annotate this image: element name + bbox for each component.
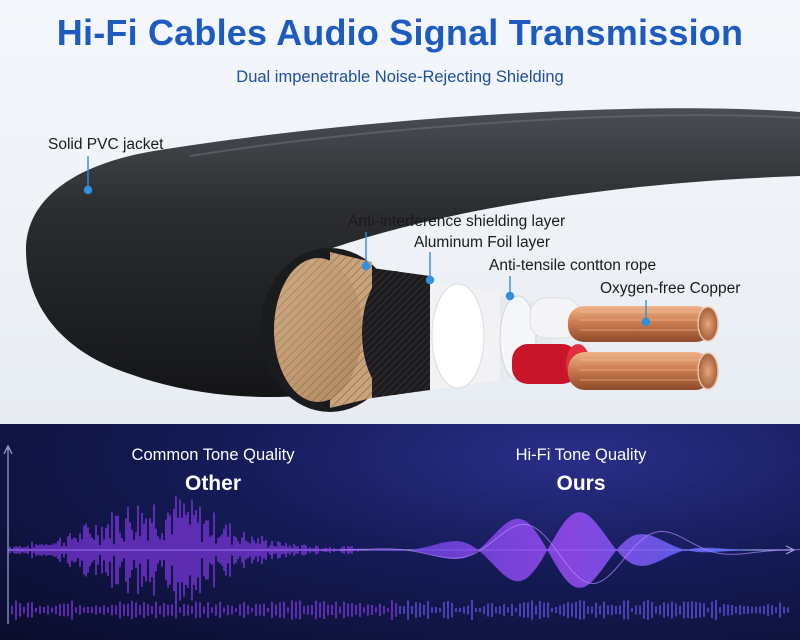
pvc-jacket [26, 108, 800, 398]
other-title: Other [184, 472, 241, 495]
smooth-waveform-echo [339, 523, 800, 585]
other-caption: Common Tone Quality [131, 446, 295, 464]
page-title: Hi-Fi Cables Audio Signal Transmission [56, 12, 744, 53]
label-pvc-jacket: Solid PVC jacket [48, 136, 164, 153]
baseline-bars [11, 600, 789, 620]
ours-caption: Hi-Fi Tone Quality [515, 446, 647, 464]
label-foil-layer: Aluminum Foil layer [414, 234, 551, 251]
callouts [83, 156, 651, 327]
smooth-waveform [340, 512, 800, 588]
red-insulation [512, 344, 578, 384]
page-subtitle: Dual impenetrable Noise-Rejecting Shield… [236, 68, 564, 86]
label-shielding-layer: Anti-interference shielding layer [348, 213, 566, 230]
ours-title: Ours [556, 472, 606, 495]
copper-conductor-top [568, 306, 712, 342]
waveform-graphic [3, 444, 800, 624]
cable-illustration [26, 108, 800, 412]
copper-conductor-bottom [568, 352, 712, 390]
noisy-waveform [9, 496, 359, 604]
label-copper: Oxygen-free Copper [600, 280, 741, 297]
label-cotton-rope: Anti-tensile contton rope [489, 257, 657, 274]
